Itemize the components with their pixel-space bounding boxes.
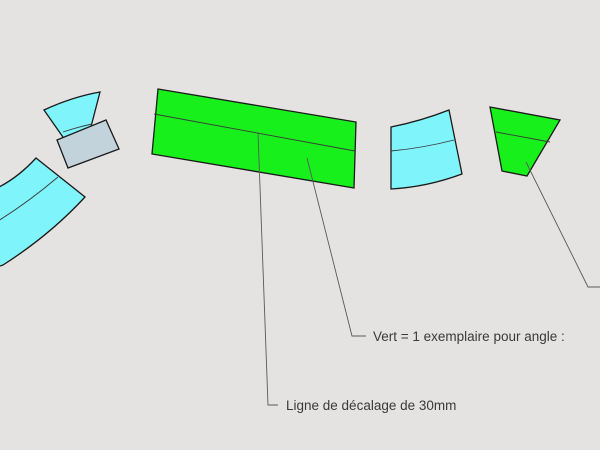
label-green-copy-angle: Vert = 1 exemplaire pour angle :: [373, 329, 565, 344]
green-trapezoid-right: [489, 106, 562, 177]
label-offset-line: Ligne de décalage de 30mm: [286, 398, 456, 413]
cyan-curved-segment-middle: [390, 109, 463, 190]
cyan-curved-segment-left: [0, 157, 86, 267]
leader-line-green: [306, 157, 366, 337]
leader-line-offset: [257, 131, 278, 406]
offset-line-cyan-middle: [390, 139, 455, 152]
leader-line-right: [525, 161, 600, 288]
green-rectangle-large: [151, 88, 357, 189]
offset-line-cyan-wedge: [62, 123, 93, 133]
offset-line-green-trapezoid: [495, 131, 551, 143]
offset-line-cyan-left: [0, 176, 59, 221]
offset-line-green-large: [153, 113, 356, 152]
grey-rotated-rectangle: [56, 119, 120, 169]
